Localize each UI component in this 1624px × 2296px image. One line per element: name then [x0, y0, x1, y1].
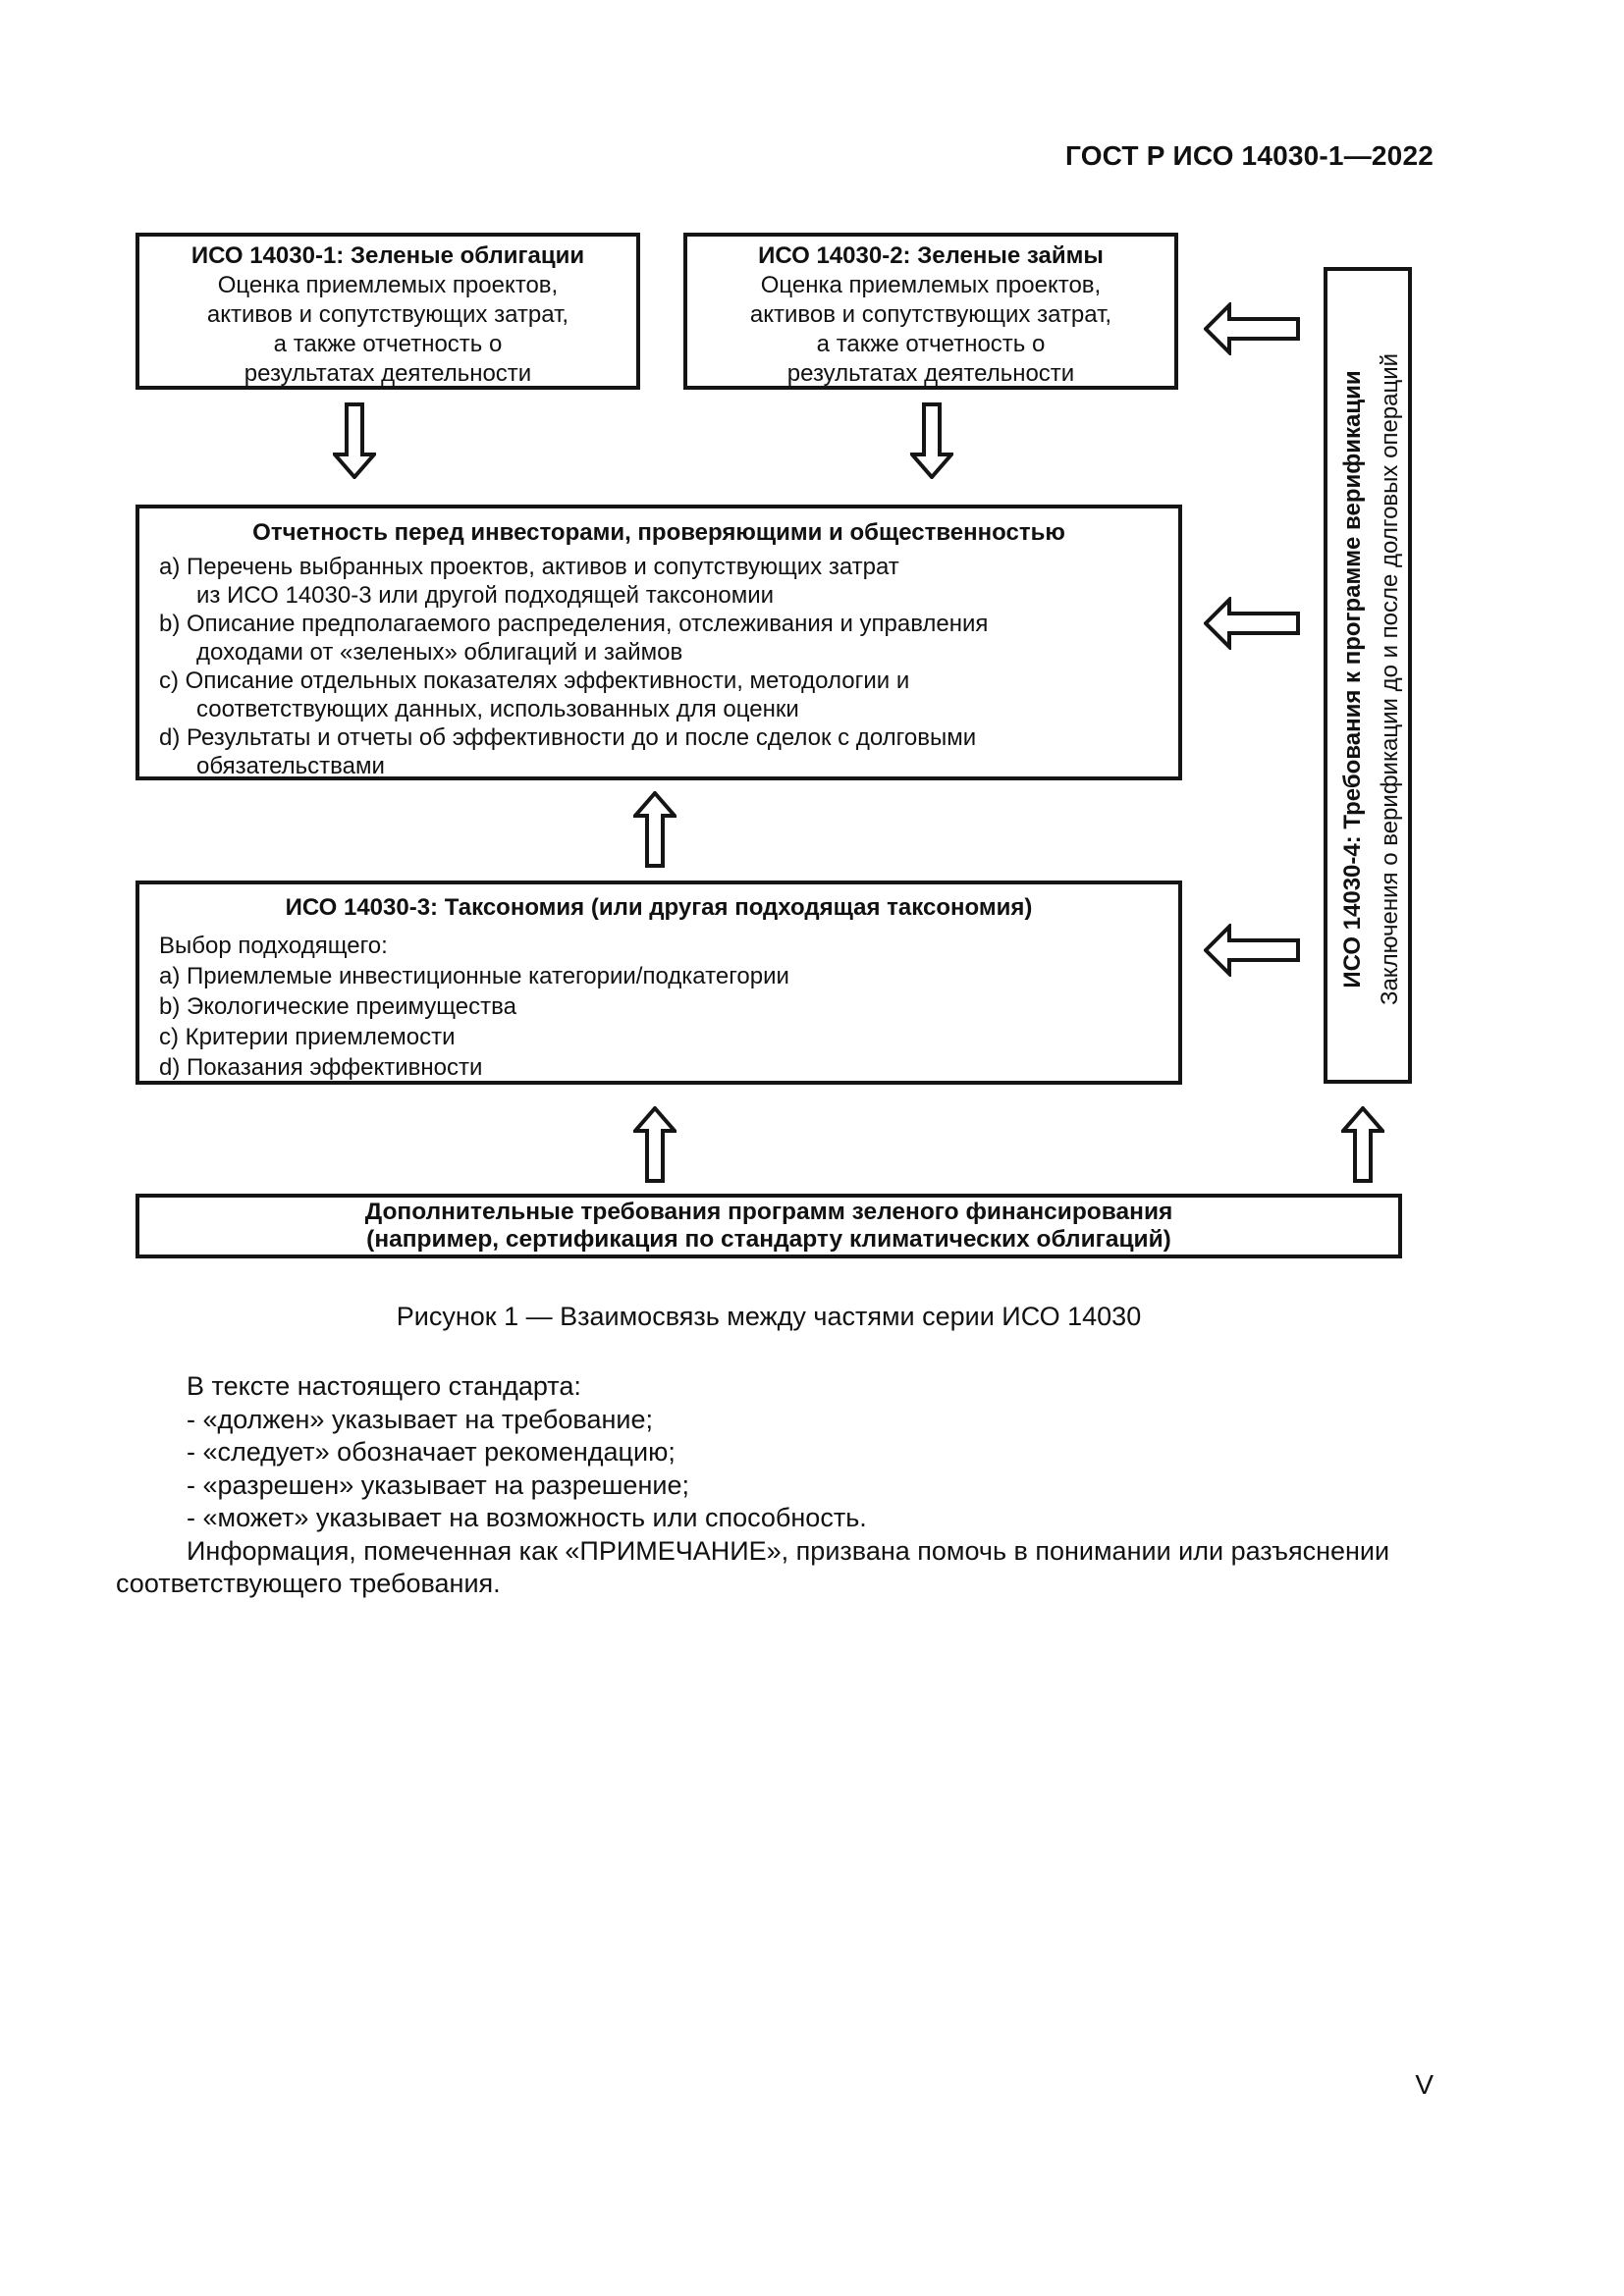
box-line: обязательствами [196, 753, 385, 779]
box-line: Дополнительные требования программ зелен… [364, 1199, 1173, 1225]
list-item: - «должен» указывает на требование; [187, 1404, 653, 1434]
page-number: V [1415, 2069, 1434, 2100]
box-line: а также отчетность о [816, 331, 1046, 357]
arrow-up-icon [633, 1106, 677, 1183]
box-line: a) Перечень выбранных проектов, активов … [159, 554, 899, 580]
arrow-up-icon [633, 791, 677, 868]
box-line: активов и сопутствующих затрат, [206, 301, 569, 328]
vertical-text: ИСО 14030-4: Требования к программе вери… [1327, 271, 1416, 1088]
box-line: c) Описание отдельных показателях эффект… [159, 667, 910, 694]
box-line: а также отчетность о [273, 331, 503, 357]
box-line: результатах деятельности [786, 360, 1075, 387]
box-line: c) Критерии приемлемости [159, 1024, 456, 1050]
box-title: ИСО 14030-2: Зеленые займы [758, 242, 1104, 269]
box-line: активов и сопутствующих затрат, [749, 301, 1112, 328]
arrow-left-icon [1204, 597, 1300, 650]
arrow-left-icon [1204, 302, 1300, 355]
box-line: Оценка приемлемых проектов, [760, 272, 1102, 298]
arrow-up-icon [1341, 1106, 1384, 1183]
box-title: ИСО 14030-3: Таксономия (или другая подх… [285, 894, 1033, 921]
box-line: d) Показания эффективности [159, 1054, 483, 1081]
box-iso-14030-1: ИСО 14030-1: Зеленые облигации Оценка пр… [135, 233, 640, 390]
arrow-down-icon [333, 402, 376, 479]
box-title: Отчетность перед инвесторами, проверяющи… [252, 519, 1065, 546]
arrow-left-icon [1204, 924, 1300, 977]
arrow-down-icon [910, 402, 953, 479]
box-title: ИСО 14030-4: Требования к программе вери… [1339, 370, 1366, 988]
box-line: из ИСО 14030-3 или другой подходящей так… [196, 582, 775, 609]
box-iso-14030-3: ИСО 14030-3: Таксономия (или другая подх… [135, 881, 1182, 1085]
list-item: - «следует» обозначает рекомендацию; [187, 1437, 676, 1467]
box-line: (например, сертификация по стандарту кли… [366, 1226, 1171, 1253]
paragraph: В тексте настоящего стандарта: [187, 1371, 581, 1401]
body-text: В тексте настоящего стандарта: - «должен… [116, 1370, 1435, 1601]
box-line: соответствующих данных, использованных д… [196, 696, 799, 722]
box-iso-14030-2: ИСО 14030-2: Зеленые займы Оценка приемл… [683, 233, 1178, 390]
box-line: b) Экологические преимущества [159, 993, 516, 1020]
paragraph: Информация, помеченная как «ПРИМЕЧАНИЕ»,… [187, 1535, 1390, 1566]
box-title: ИСО 14030-1: Зеленые облигации [190, 242, 585, 269]
box-additional-requirements: Дополнительные требования программ зелен… [135, 1194, 1402, 1258]
paragraph: соответствующего требования. [116, 1569, 501, 1598]
box-reporting: Отчетность перед инвесторами, проверяющи… [135, 505, 1182, 780]
box-iso-14030-4: ИСО 14030-4: Требования к программе вери… [1324, 267, 1412, 1084]
box-line: Заключения о верификации до и после долг… [1377, 352, 1403, 1006]
figure-caption: Рисунок 1 — Взаимосвязь между частями се… [396, 1302, 1142, 1331]
list-item: - «может» указывает на возможность или с… [187, 1503, 867, 1532]
list-item: - «разрешен» указывает на разрешение; [187, 1469, 689, 1500]
box-line: Оценка приемлемых проектов, [217, 272, 559, 298]
page-title: ГОСТ Р ИСО 14030-1—2022 [1065, 140, 1434, 171]
box-line: d) Результаты и отчеты об эффективности … [159, 724, 977, 751]
box-line: Выбор подходящего: [159, 933, 388, 959]
box-line: результатах деятельности [244, 360, 532, 387]
box-line: a) Приемлемые инвестиционные категории/п… [159, 963, 789, 989]
box-line: b) Описание предполагаемого распределени… [159, 611, 989, 637]
box-line: доходами от «зеленых» облигаций и займов [196, 639, 683, 666]
